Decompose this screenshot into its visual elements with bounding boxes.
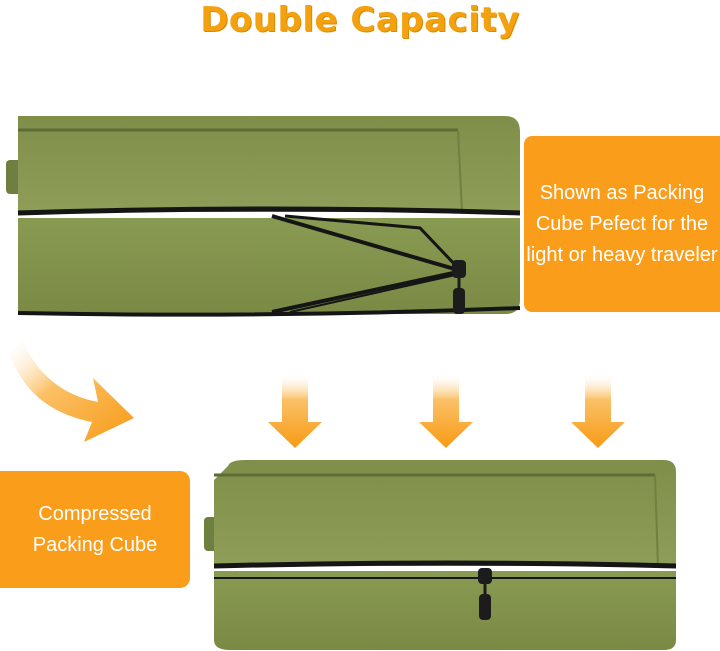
cube-upper-section (18, 116, 520, 212)
compressed-callout-text: Compressed Packing Cube (32, 502, 158, 556)
zipper-pull (478, 568, 492, 584)
compressed-callout: Compressed Packing Cube (0, 471, 190, 588)
curved-arrow-icon (10, 340, 134, 442)
cube-lower-section (18, 218, 520, 314)
cube-lower-section (214, 571, 676, 650)
expansion-zipper (17, 206, 521, 216)
page-title: Double Capacity (200, 0, 520, 40)
expanded-callout: Shown as Packing Cube Pefect for the lig… (524, 136, 720, 312)
expanded-packing-cube (6, 116, 521, 317)
compressed-packing-cube (204, 460, 677, 650)
expanded-callout-text: Shown as Packing Cube Pefect for the lig… (526, 181, 718, 266)
down-arrow-icon (571, 374, 625, 448)
zipper-pull (452, 260, 466, 278)
down-arrow-icon (419, 374, 473, 448)
cube-upper-section (214, 460, 676, 566)
down-arrow-icon (268, 374, 322, 448)
bottom-zipper (17, 306, 521, 317)
expansion-zipper (213, 560, 677, 569)
